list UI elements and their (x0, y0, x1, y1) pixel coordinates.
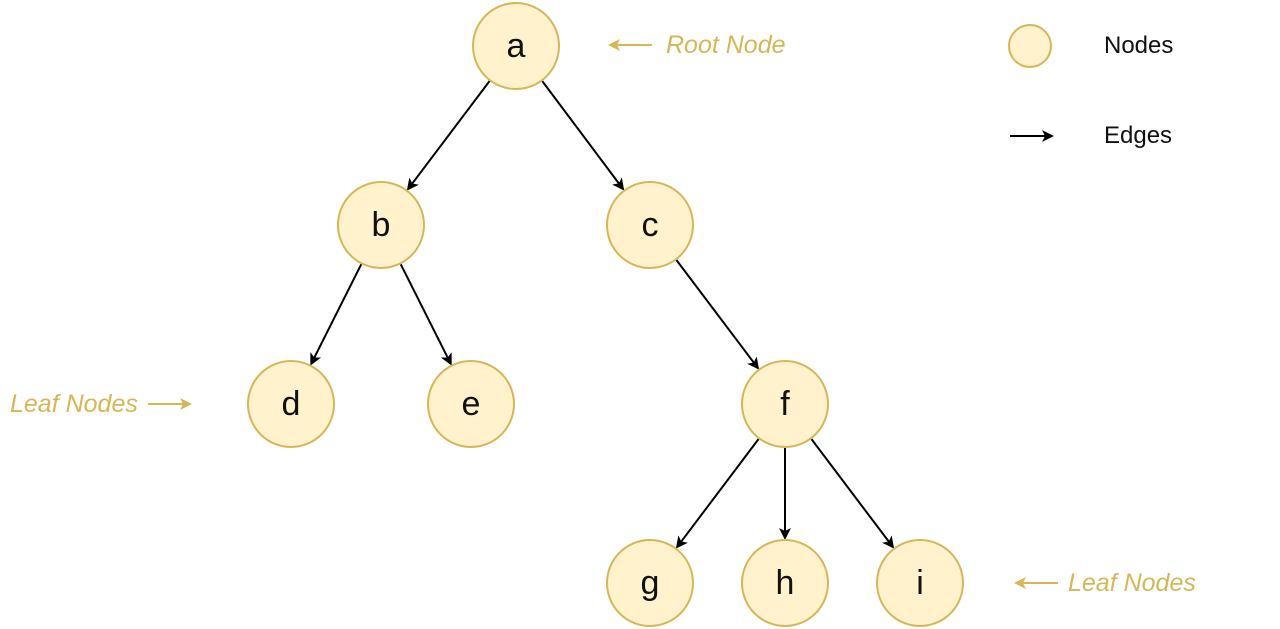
leaf-nodes-label-left: Leaf Nodes (10, 389, 138, 418)
edge-f-g (675, 438, 760, 549)
node-d[interactable]: d (247, 360, 335, 448)
node-c[interactable]: c (606, 181, 694, 269)
edge-arrow-icon (1010, 130, 1054, 142)
arrow-right-icon (147, 398, 192, 410)
node-a[interactable]: a (472, 2, 560, 90)
node-f[interactable]: f (741, 360, 829, 448)
leaf-nodes-annotation-left: Leaf Nodes (10, 389, 194, 419)
edge-c-f (675, 259, 760, 370)
node-g[interactable]: g (606, 539, 694, 627)
legend-edges-label: Edges (1104, 122, 1173, 149)
node-h[interactable]: h (741, 539, 829, 627)
node-e[interactable]: e (427, 360, 515, 448)
leaf-nodes-label-right: Leaf Nodes (1068, 568, 1196, 597)
edge-a-c (541, 80, 625, 191)
legend-nodes-label: Nodes (1104, 32, 1174, 59)
legend-edges: Edges (1008, 121, 1172, 151)
arrow-left-icon (1014, 577, 1058, 589)
edge-a-b (406, 80, 491, 191)
root-node-annotation: Root Node (606, 30, 786, 60)
node-swatch-icon (1008, 24, 1052, 68)
root-node-label: Root Node (666, 30, 786, 59)
legend-nodes: Nodes (1008, 24, 1173, 68)
edge-b-d (310, 263, 363, 366)
node-b[interactable]: b (337, 181, 425, 269)
edge-b-e (399, 263, 452, 366)
node-i[interactable]: i (876, 539, 964, 627)
leaf-nodes-annotation-right: Leaf Nodes (1012, 568, 1196, 598)
arrow-left-icon (608, 39, 652, 51)
edge-f-i (810, 438, 895, 549)
